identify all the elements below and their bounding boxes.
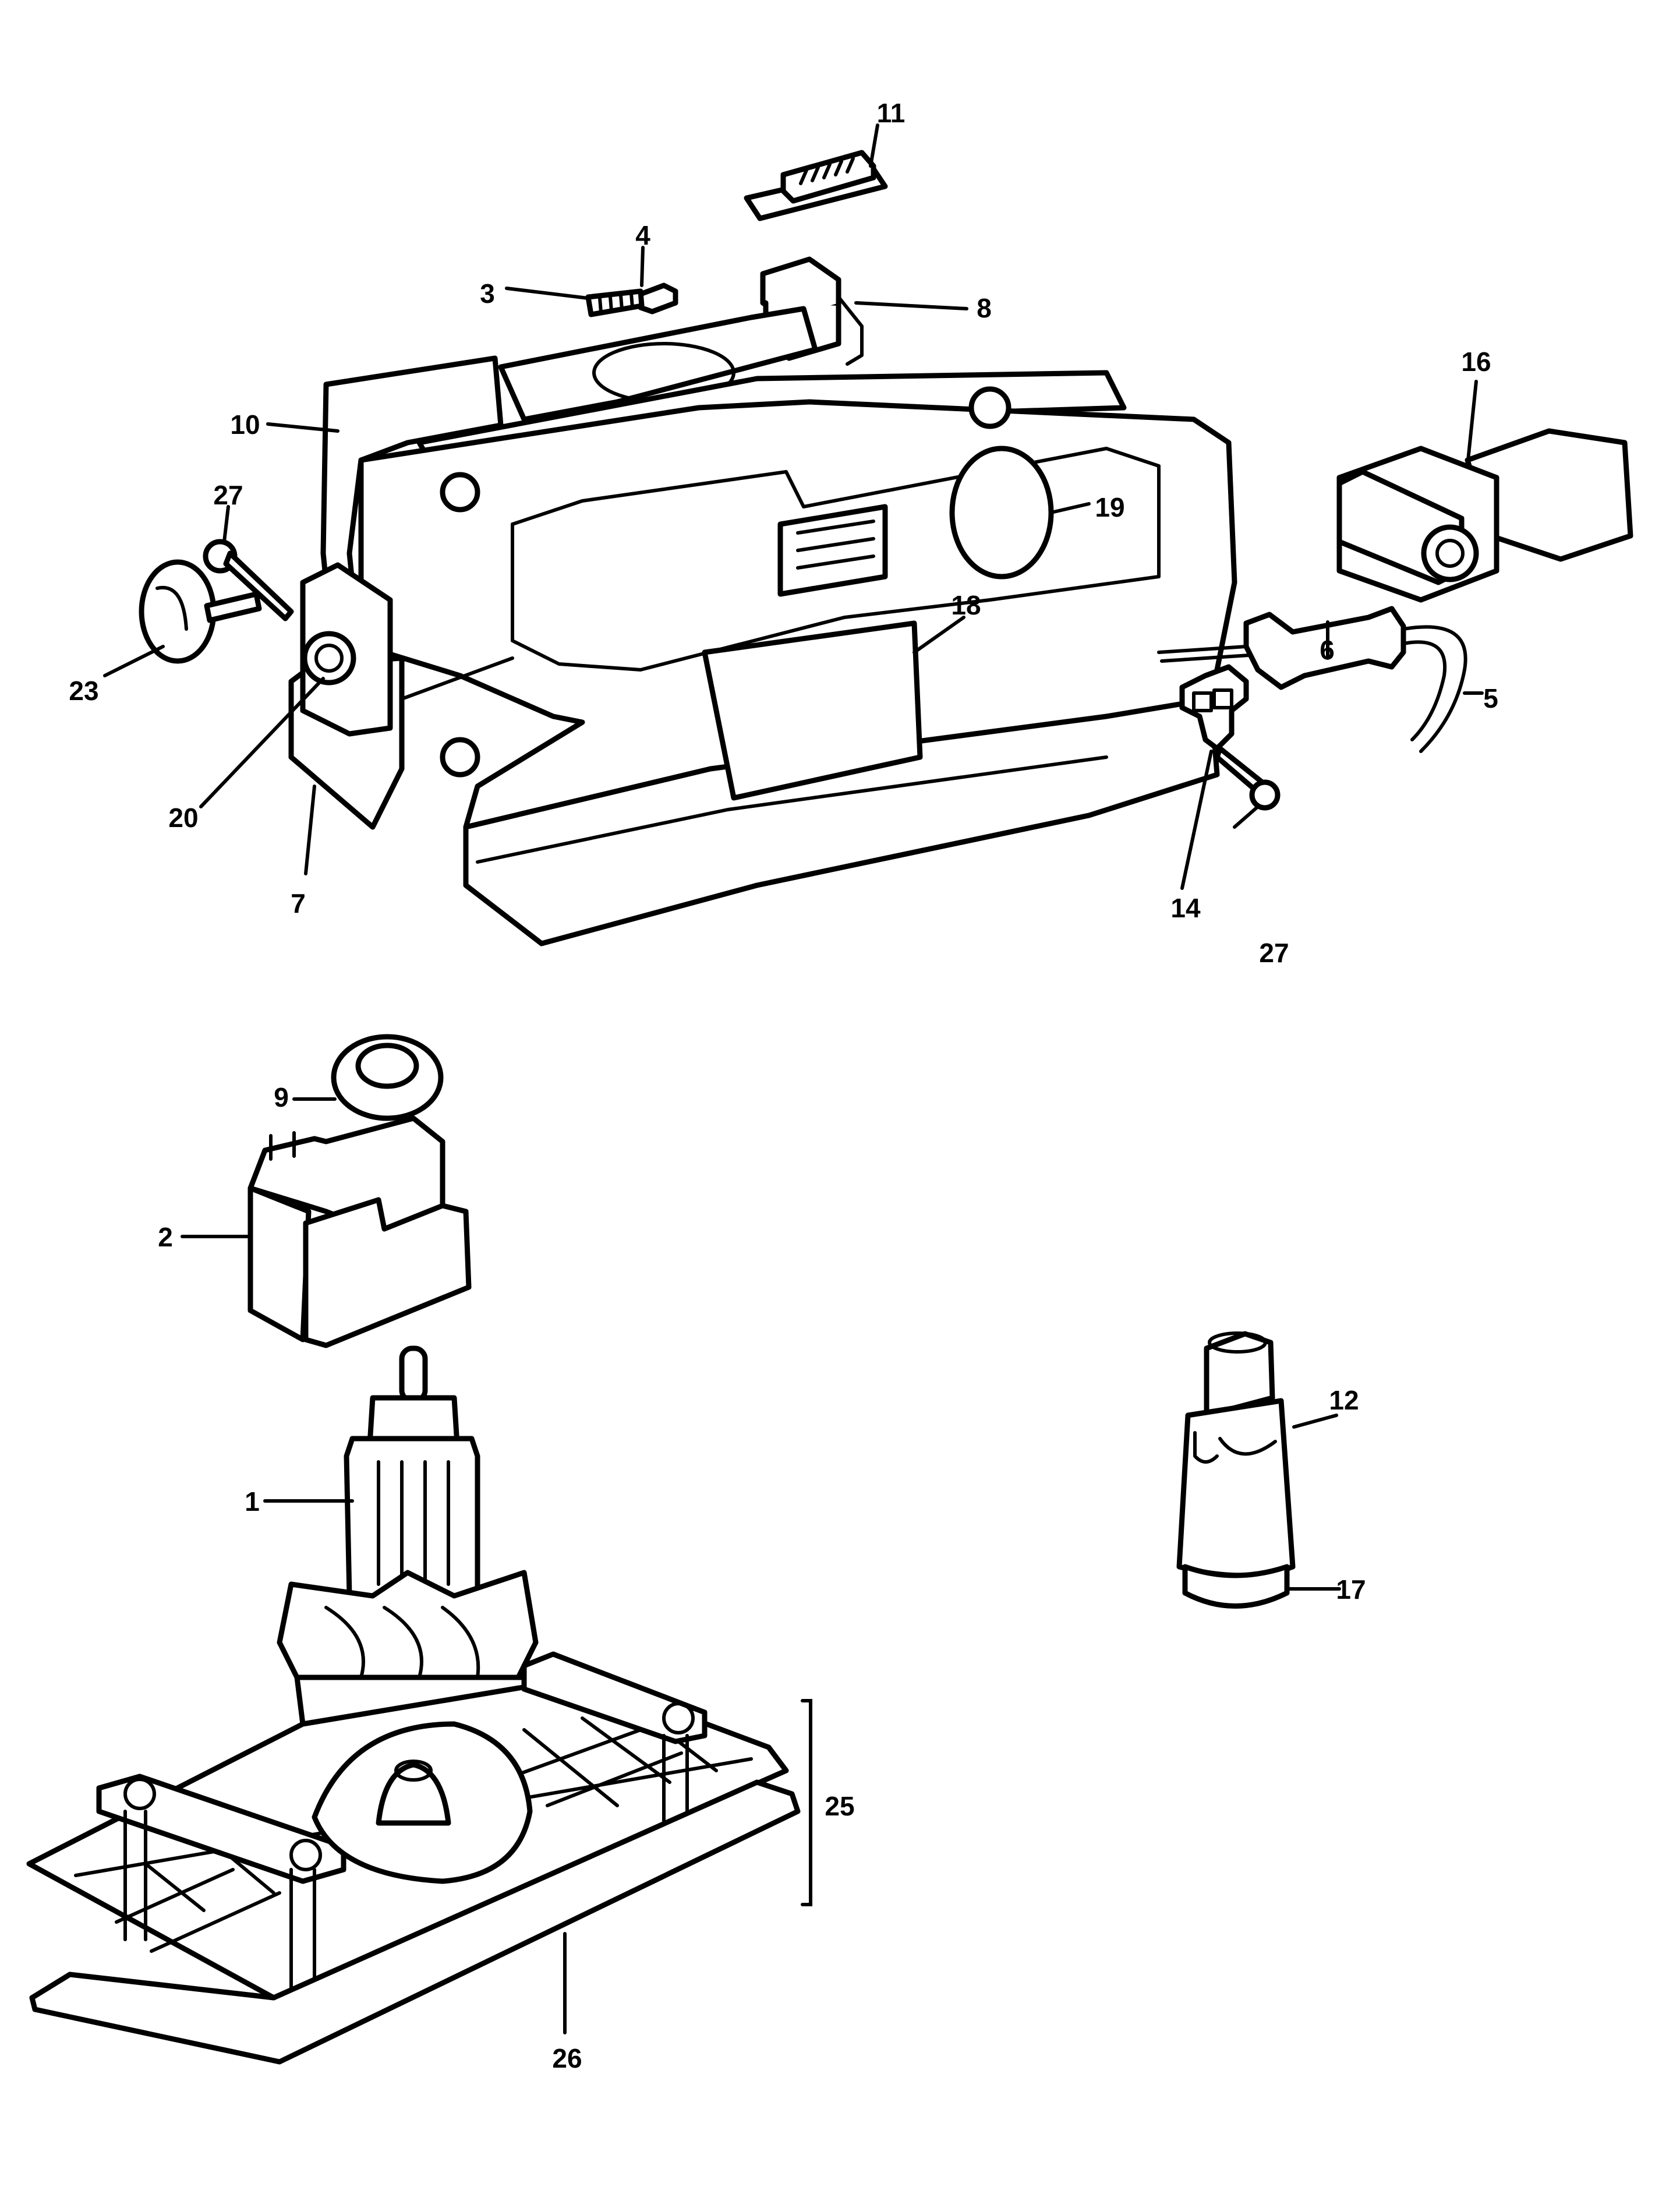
- leader-14: [1180, 750, 1213, 890]
- bracket-25: [801, 1699, 812, 1906]
- part-27-left-screw: [203, 539, 294, 621]
- callout-14: 14: [1170, 893, 1201, 923]
- part-12-adaptor: [1176, 1331, 1296, 1578]
- callout-10: 10: [230, 409, 260, 440]
- leader-18: [912, 616, 965, 654]
- part-4-brush-cap: [638, 282, 678, 315]
- leader-12: [1292, 1414, 1338, 1429]
- part-26-sanding-pad: [29, 1779, 801, 2065]
- part-2-field: [247, 1115, 472, 1348]
- leader-27-left: [222, 505, 230, 543]
- callout-labels: 11 4 3 8 10 16 19 27 18 6 5 23 20 7 14 2…: [69, 98, 1498, 2073]
- part-16-dust-adaptor: [1336, 428, 1633, 603]
- part-20-module: [300, 562, 393, 737]
- callout-7: 7: [291, 888, 306, 918]
- part-11-switch-cover: [744, 150, 888, 221]
- callout-6: 6: [1320, 635, 1335, 665]
- callout-19: 19: [1095, 492, 1124, 522]
- leader-11: [869, 123, 879, 168]
- callout-20: 20: [168, 803, 198, 833]
- leader-8: [854, 301, 968, 310]
- leader-4: [640, 246, 645, 287]
- callout-5: 5: [1483, 683, 1498, 713]
- callout-8: 8: [977, 293, 992, 323]
- part-17-end-cap: [1182, 1564, 1290, 1609]
- part-23-knob: [139, 559, 262, 664]
- part-5-cord: [1402, 625, 1467, 753]
- leader-16: [1466, 380, 1478, 468]
- part-14-cord-clamp: [1179, 664, 1249, 751]
- leader-23: [103, 645, 165, 677]
- callout-4: 4: [635, 220, 650, 250]
- part-3-spring: [585, 288, 645, 317]
- leader-10: [266, 422, 339, 433]
- leader-27-right: [1233, 805, 1260, 829]
- main-housing: [320, 306, 1237, 946]
- callout-11: 11: [877, 98, 906, 128]
- part-25-base-plate: [26, 1651, 789, 2001]
- callout-3: 3: [480, 278, 495, 309]
- callout-18: 18: [951, 590, 981, 620]
- callout-27-left: 27: [213, 480, 243, 510]
- leader-20: [199, 677, 325, 808]
- callout-1: 1: [245, 1486, 260, 1517]
- part-1-armature: [277, 1345, 539, 1744]
- callout-16: 16: [1461, 347, 1491, 377]
- callout-26: 26: [552, 2043, 582, 2073]
- callout-17: 17: [1336, 1574, 1366, 1605]
- callout-9: 9: [274, 1082, 289, 1112]
- callout-12: 12: [1329, 1385, 1359, 1415]
- callout-23: 23: [69, 676, 98, 706]
- part-9-bearing: [331, 1034, 444, 1121]
- leader-3: [505, 287, 590, 300]
- part-27-right-screw: [1214, 746, 1281, 811]
- callout-2: 2: [158, 1222, 173, 1252]
- callout-27-right: 27: [1259, 938, 1289, 968]
- part-6-cord-guard: [1157, 606, 1406, 690]
- callout-25: 25: [825, 1791, 854, 1821]
- leader-7: [304, 785, 316, 875]
- leader-19: [1049, 502, 1091, 514]
